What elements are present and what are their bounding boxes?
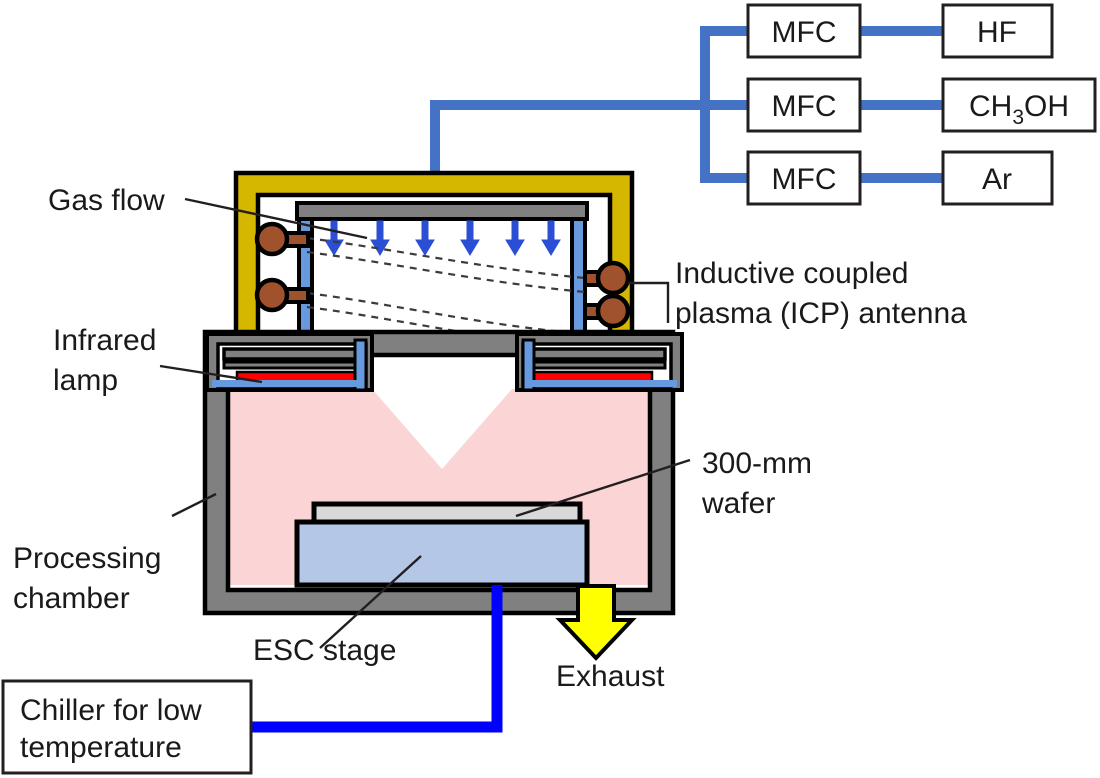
gas-flow-arrow <box>541 220 561 256</box>
infrared-lamp-right <box>515 332 684 392</box>
esc-stage <box>294 519 590 588</box>
label-wafer-line2: wafer <box>701 487 775 520</box>
icp-antenna-coil-left-lower <box>254 277 310 313</box>
lamp-window-right <box>521 338 536 392</box>
gas-flow-arrow <box>324 220 344 256</box>
mfc-label-hf: MFC <box>772 16 837 49</box>
exhaust-arrow <box>555 584 637 661</box>
chiller-box[interactable]: Chiller for low temperature <box>1 679 253 775</box>
gas-delivery-piping <box>430 26 943 184</box>
leader-esc-stage <box>319 555 422 649</box>
gas-source-label-hf: HF <box>977 16 1017 49</box>
leader-icp-antenna <box>628 281 670 323</box>
chiller-label-line2: temperature <box>20 731 182 764</box>
gas-source-box-ar[interactable]: Ar <box>941 150 1054 206</box>
label-chamber-line1: Processing <box>13 542 161 575</box>
gas-source-label-ch3oh: CH3OH <box>969 90 1069 129</box>
icp-antenna-coil-right-lower <box>583 293 631 329</box>
infrared-lamp-left <box>205 332 374 392</box>
label-gas-flow: Gas flow <box>48 184 165 217</box>
icp-field-line <box>306 250 586 294</box>
gas-source-label-ar: Ar <box>982 163 1012 196</box>
chiller-label-line1: Chiller for low <box>20 694 202 727</box>
leader-gas-flow <box>184 197 368 240</box>
callout-leader-lines <box>159 197 691 649</box>
chiller-piping <box>246 585 503 733</box>
gas-flow-arrow <box>460 220 480 256</box>
lamp-window-left <box>353 338 368 392</box>
mfc-box-ar[interactable]: MFC <box>746 150 862 206</box>
label-icp-line2: plasma (ICP) antenna <box>675 297 967 330</box>
wafer <box>311 501 583 525</box>
gas-source-box-hf[interactable]: HF <box>941 3 1054 59</box>
label-chamber-line2: chamber <box>13 582 130 615</box>
gas-source-box-ch3oh[interactable]: CH3OH <box>941 77 1097 133</box>
icp-antenna-coil-left-upper <box>254 221 310 257</box>
mfc-box-hf[interactable]: MFC <box>746 3 862 59</box>
icp-field-line <box>306 291 586 336</box>
gas-flow-arrow <box>415 220 435 256</box>
showerhead-plate <box>295 201 589 221</box>
mfc-label-ch3oh: MFC <box>772 90 837 123</box>
icp-field-line <box>306 305 586 350</box>
label-infrared-line1: Infrared <box>53 324 156 357</box>
gas-flow-arrows <box>324 220 561 256</box>
icp-field-line <box>306 236 586 280</box>
label-esc-stage: ESC stage <box>253 634 396 667</box>
label-exhaust: Exhaust <box>556 660 665 693</box>
gas-feed-to-chamber <box>430 100 710 184</box>
icp-field-lines <box>306 236 586 350</box>
mfc-box-ch3oh[interactable]: MFC <box>746 77 862 133</box>
mfc-label-ar: MFC <box>772 163 837 196</box>
icp-antenna-coil-right-upper <box>583 260 631 296</box>
chiller-feed-line <box>246 585 503 733</box>
leader-infrared-lamp <box>159 364 263 384</box>
label-infrared-line2: lamp <box>53 364 118 397</box>
label-icp-line1: Inductive coupled <box>675 257 909 290</box>
icp-antenna-coils <box>254 221 631 329</box>
leader-processing-chamber <box>171 492 217 518</box>
label-wafer-line1: 300-mm <box>702 447 812 480</box>
gas-flow-arrow <box>505 220 525 256</box>
leader-wafer <box>515 458 691 518</box>
